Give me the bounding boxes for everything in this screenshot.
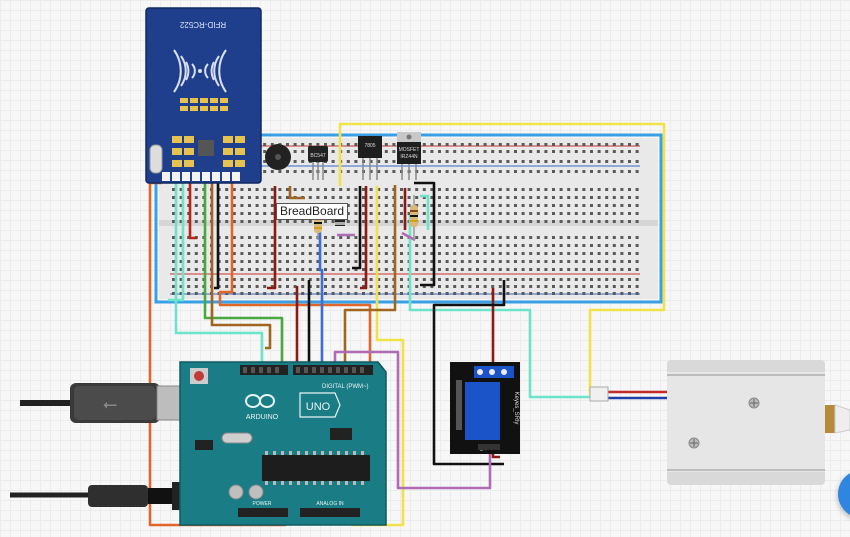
relay-module[interactable]: Keyes_SRly S + - — [450, 362, 520, 454]
resistor-2[interactable] — [410, 195, 418, 240]
wire-yellow-top — [338, 122, 666, 395]
wire-brown-2 — [343, 185, 397, 365]
ic-7805[interactable]: 7805 — [358, 136, 382, 180]
add-component-button[interactable] — [838, 470, 850, 518]
arduino-analog-label: ANALOG IN — [316, 501, 344, 507]
arduino-model: UNO — [306, 401, 331, 413]
wire-brown-3 — [288, 186, 305, 200]
wire-black-relay — [432, 280, 506, 466]
wire-black-3 — [352, 186, 362, 270]
wire-purple-1 — [333, 350, 492, 490]
regulator-label: BC547 — [310, 153, 326, 159]
voltage-regulator[interactable]: BC547 — [308, 146, 328, 180]
rfid-label: RFID-RC522 — [179, 20, 226, 29]
uno-badge: UNO — [299, 392, 341, 418]
mosfet-label-2: IRZ44N — [400, 154, 418, 160]
wire-cyan-bb — [420, 194, 430, 230]
wire-black-4 — [414, 181, 436, 287]
usb-cable: ⭠ — [20, 383, 206, 423]
lock-screw-1 — [748, 397, 760, 409]
arduino-uno[interactable]: DIGITAL (PWM~) ARDUINO UNO POWER — [179, 361, 387, 526]
arduino-logo — [245, 394, 275, 408]
breadboard-tooltip: BreadBoard — [276, 203, 349, 220]
buzzer[interactable] — [265, 144, 291, 170]
wire-darkred-1 — [267, 186, 277, 290]
wire-purple-bb2 — [401, 231, 416, 242]
arduino-power-label: POWER — [253, 501, 272, 507]
lock-screw-2 — [688, 437, 700, 449]
ic-label: 7805 — [364, 143, 375, 149]
wire-brown — [210, 183, 272, 350]
arduino-digital-label: DIGITAL (PWM~) — [322, 384, 369, 390]
rfid-module[interactable]: RFID-RC522 — [145, 7, 262, 184]
relay-label: Keyes_SRly — [513, 392, 519, 425]
wire-cyan-2 — [168, 183, 185, 302]
wire-black-1 — [214, 183, 220, 290]
wire-darkred-relay — [491, 288, 500, 459]
solenoid-lock[interactable] — [589, 360, 850, 485]
usb-icon: ⭠ — [103, 394, 117, 414]
mosfet-label-1: MOSFET — [399, 147, 420, 153]
power-cable — [10, 482, 202, 510]
mosfet[interactable]: MOSFET IRZ44N — [397, 132, 421, 180]
wire-red-left — [188, 183, 197, 240]
wire-cyan-relay — [408, 215, 605, 399]
wire-darkred-3 — [360, 186, 368, 290]
arduino-brand: ARDUINO — [246, 414, 279, 421]
